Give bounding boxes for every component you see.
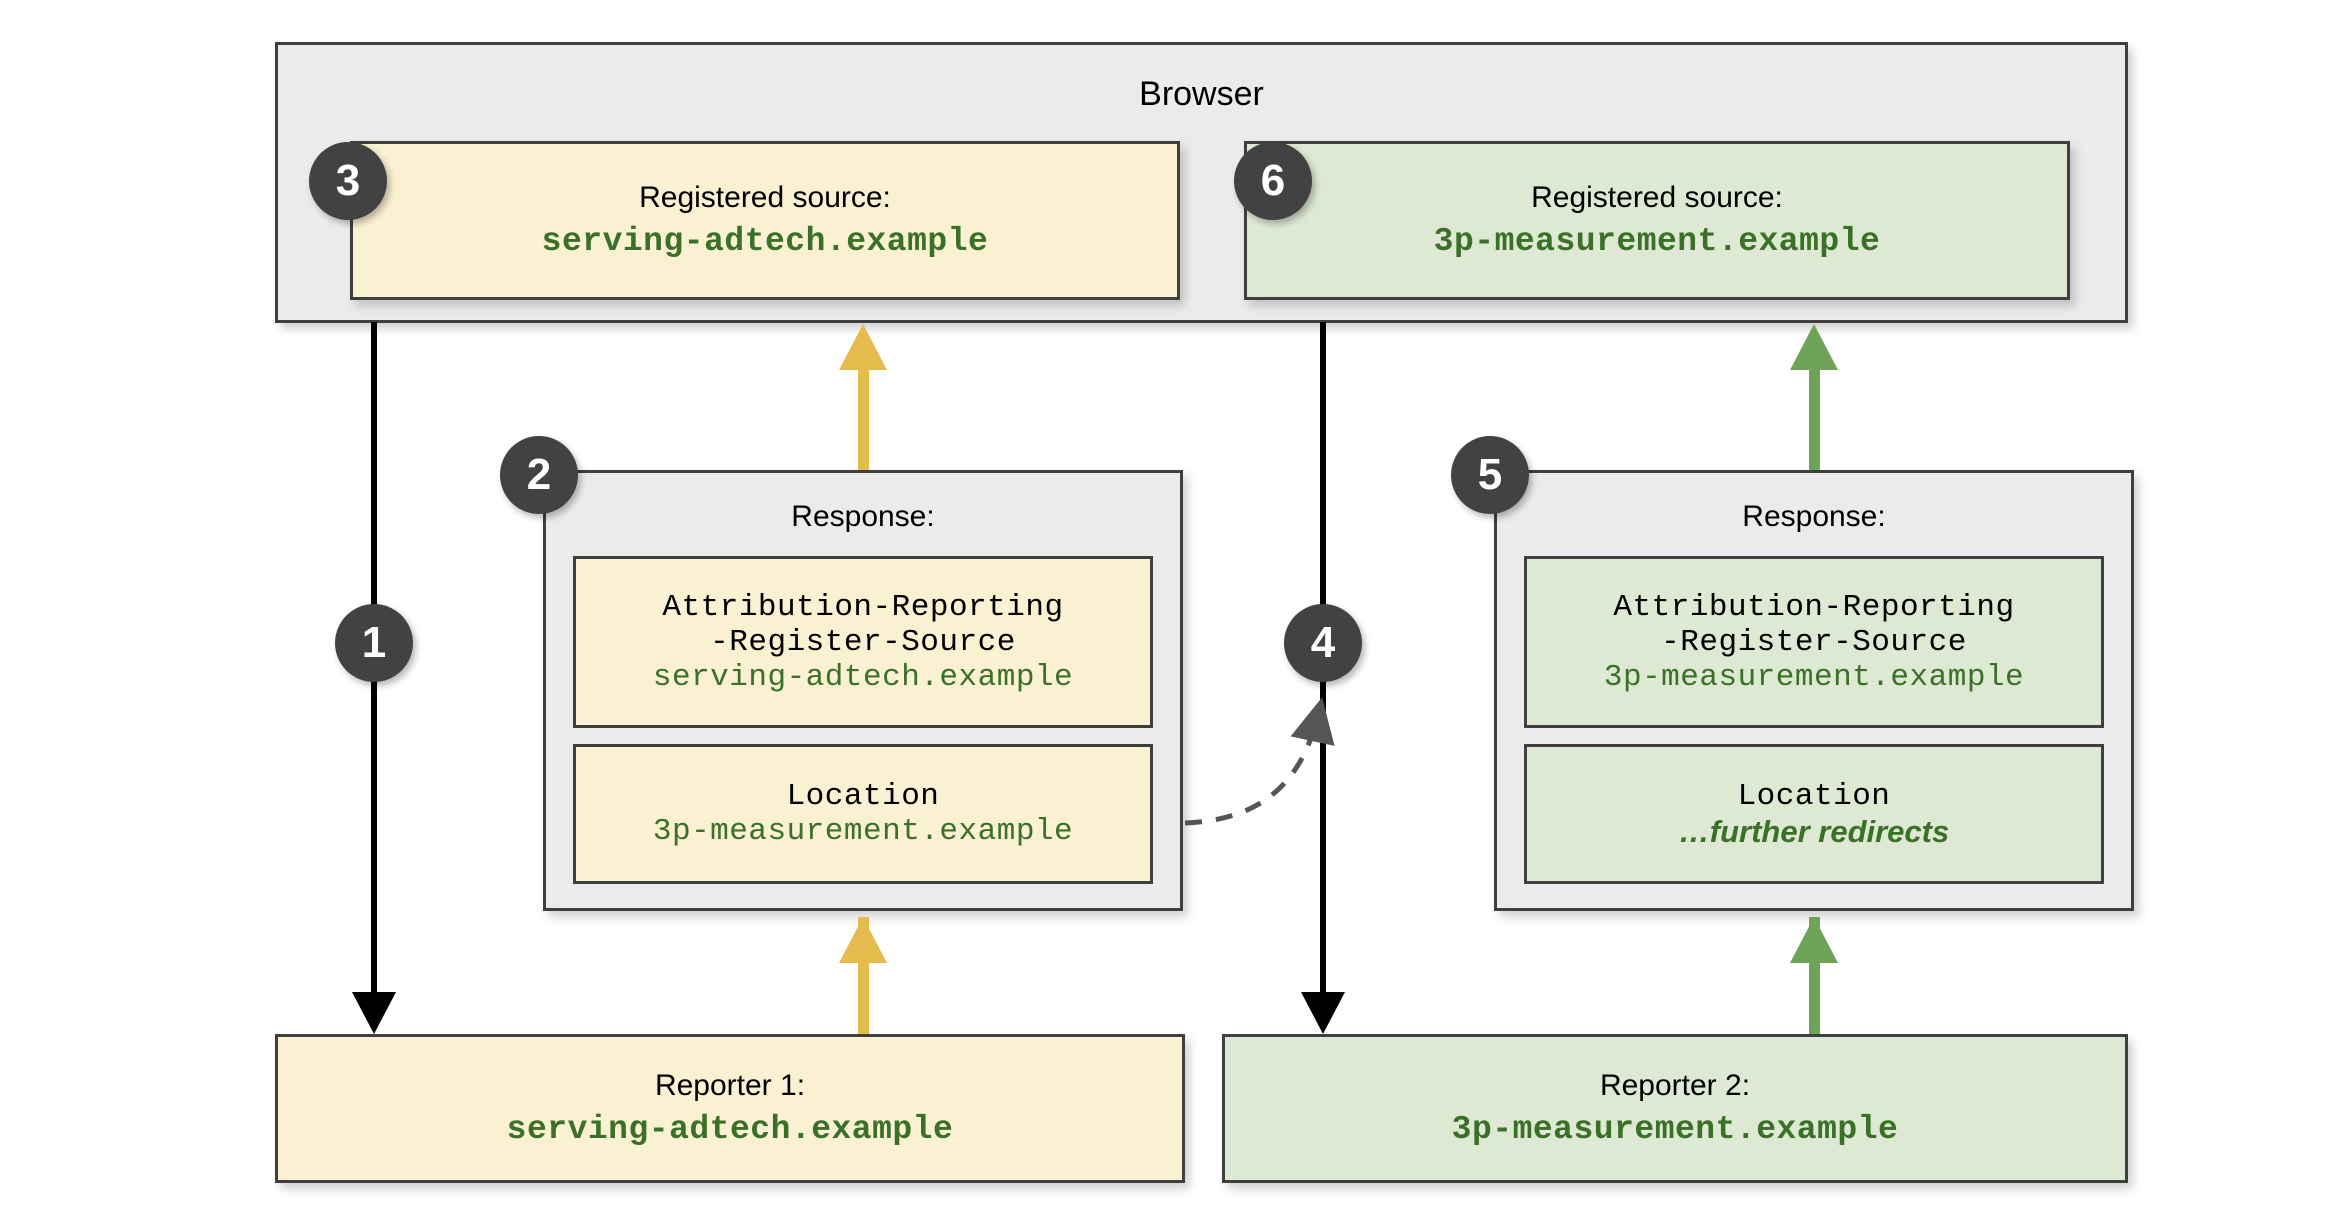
connector-step-6-line xyxy=(1809,368,1820,470)
step-badge-2: 2 xyxy=(500,436,578,514)
step-badge-5: 5 xyxy=(1451,436,1529,514)
header-value-2-1: 3p-measurement.example xyxy=(1603,659,2025,695)
connector-step-1-arrowhead xyxy=(352,992,396,1034)
header-name-line2-2-1: -Register-Source xyxy=(1661,624,1967,660)
connector-step-6-arrowhead xyxy=(1790,324,1838,370)
reporter-heading-2: Reporter 2: xyxy=(1599,1069,1751,1102)
response-box-1[interactable]: Response: Attribution-Reporting -Registe… xyxy=(543,470,1183,911)
step-badge-6: 6 xyxy=(1234,142,1312,220)
step-badge-4: 4 xyxy=(1284,604,1362,682)
browser-title: Browser xyxy=(1139,75,1264,113)
header-name-line1-2-2: Location xyxy=(1737,778,1891,814)
registered-source-box-2[interactable]: Registered source: 3p-measurement.exampl… xyxy=(1244,141,2070,300)
response-box-2[interactable]: Response: Attribution-Reporting -Registe… xyxy=(1494,470,2134,911)
reporter-box-2[interactable]: Reporter 2: 3p-measurement.example xyxy=(1222,1034,2128,1183)
registered-source-origin-1: serving-adtech.example xyxy=(541,223,989,260)
header-name-line2-1-1: -Register-Source xyxy=(710,624,1016,660)
connector-step-2-arrowhead xyxy=(839,917,887,963)
connector-step-4-arrowhead xyxy=(1301,992,1345,1034)
response-title-1: Response: xyxy=(791,500,935,533)
registered-source-box-1[interactable]: Registered source: serving-adtech.exampl… xyxy=(350,141,1180,300)
response-header-1-2: Location 3p-measurement.example xyxy=(573,744,1153,884)
header-name-line1-1-2: Location xyxy=(786,779,940,814)
redirect-dashed-curve xyxy=(1184,697,1335,826)
header-name-line1-2-1: Attribution-Reporting xyxy=(1613,589,2015,625)
header-name-line1-1-1: Attribution-Reporting xyxy=(662,589,1064,625)
response-header-2-1: Attribution-Reporting -Register-Source 3… xyxy=(1524,556,2104,728)
header-value-1-2: 3p-measurement.example xyxy=(652,814,1074,849)
reporter-box-1[interactable]: Reporter 1: serving-adtech.example xyxy=(275,1034,1185,1183)
reporter-heading-1: Reporter 1: xyxy=(654,1069,806,1102)
connector-step-3-arrowhead xyxy=(839,324,887,370)
registered-source-origin-2: 3p-measurement.example xyxy=(1433,223,1881,260)
connector-step-2-line xyxy=(858,917,869,1034)
connector-step-3-line xyxy=(858,368,869,470)
registered-source-heading-2: Registered source: xyxy=(1531,181,1783,214)
header-value-1-1: serving-adtech.example xyxy=(652,659,1074,695)
registered-source-heading-1: Registered source: xyxy=(639,181,891,214)
header-value-2-2: …further redirects xyxy=(1678,813,1950,849)
response-header-2-2: Location …further redirects xyxy=(1524,744,2104,884)
response-header-1-1: Attribution-Reporting -Register-Source s… xyxy=(573,556,1153,728)
step-badge-3: 3 xyxy=(309,142,387,220)
reporter-origin-2: 3p-measurement.example xyxy=(1451,1111,1899,1148)
reporter-origin-1: serving-adtech.example xyxy=(506,1111,954,1148)
connector-step-5-line xyxy=(1809,917,1820,1034)
response-title-2: Response: xyxy=(1742,500,1886,533)
connector-step-5-arrowhead xyxy=(1790,917,1838,963)
step-badge-1: 1 xyxy=(335,604,413,682)
